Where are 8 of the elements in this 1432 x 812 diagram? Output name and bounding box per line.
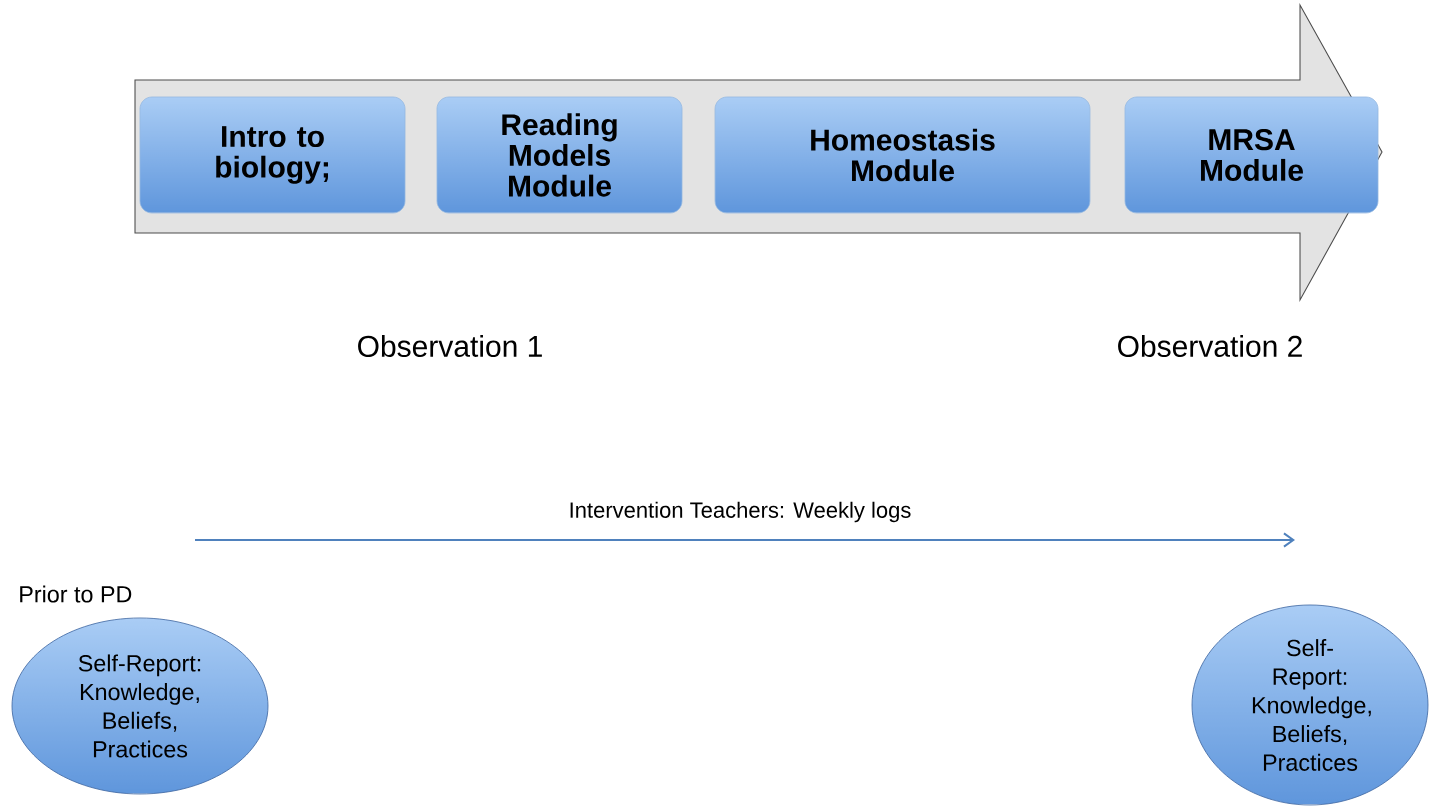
node-caption: Prior to PD xyxy=(20,585,132,603)
observation-label: Observation 1 xyxy=(358,334,542,357)
module-box: Homeostasis Module xyxy=(714,96,1091,214)
module-box: Intro to biology; xyxy=(139,96,406,214)
arrow-label: Intervention Teachers: Weekly logs xyxy=(570,501,911,523)
observation-label: Observation 2 xyxy=(1118,334,1302,357)
module-box: Reading Models Module xyxy=(436,96,683,214)
module-box: MRSA Module xyxy=(1124,96,1379,214)
